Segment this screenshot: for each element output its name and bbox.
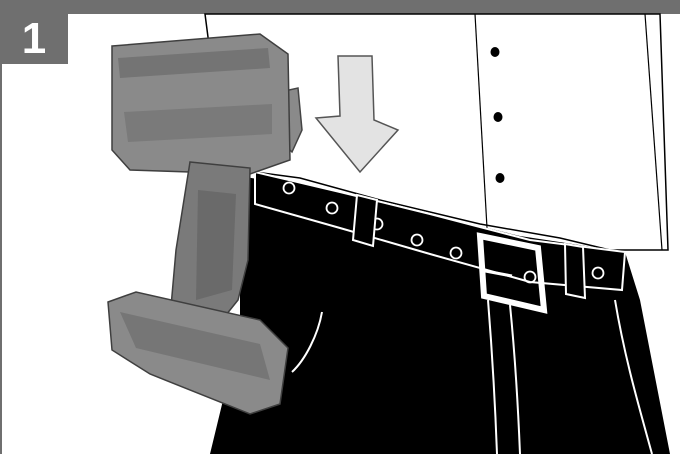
shirt-button-icon [494, 112, 503, 122]
belt-loop-icon [565, 244, 585, 298]
belt-loop-icon [353, 195, 377, 246]
step-number-badge: 1 [0, 14, 68, 64]
shirt-button-icon [496, 173, 505, 183]
shirt-button-icon [491, 47, 500, 57]
